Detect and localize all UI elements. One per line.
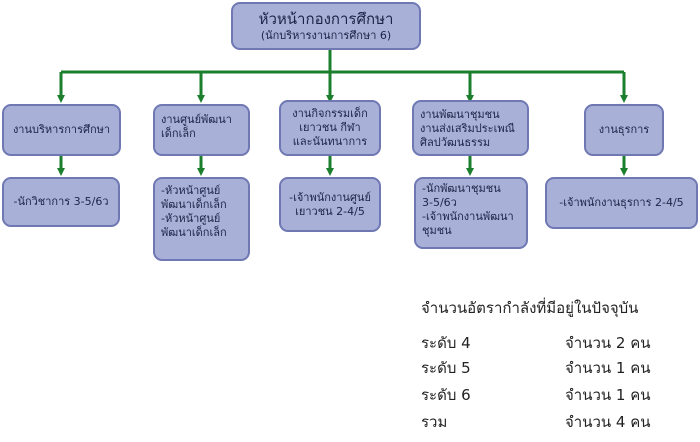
staff-box-child-center: -หัวหน้าศูนย์ พัฒนาเด็กเล็ก -หัวหน้าศูนย… <box>153 177 250 261</box>
unit-3-name-line-3: และนันทนาการ <box>292 135 368 148</box>
unit-5-staff: -เจ้าพนักงานธุรการ 2-4/5 <box>559 196 684 209</box>
unit-1-name: งานบริหารการศึกษา <box>12 123 111 136</box>
unit-box-general-admin: งานธุรการ <box>584 104 664 156</box>
unit-3-staff-line-2: เยาวชน 2-4/5 <box>295 204 365 218</box>
summary-count-1: จำนวน 2 คน <box>565 334 651 352</box>
unit-2-staff-line-3: -หัวหน้าศูนย์ <box>161 212 221 225</box>
unit-4-name-line-2: งานส่งเสริมประเพณี <box>420 122 515 135</box>
unit-4-staff-line-3: -เจ้าพนักงานพัฒนา <box>422 210 514 223</box>
summary-total-count: จำนวน 4 คน <box>565 413 651 431</box>
unit-box-education-admin: งานบริหารการศึกษา <box>2 104 121 156</box>
unit-4-staff-line-1: -นักพัฒนาชุมชน <box>422 182 501 195</box>
unit-2-staff-line-1: -หัวหน้าศูนย์ <box>161 184 221 197</box>
summary-level-1: ระดับ 4 <box>421 334 471 352</box>
staff-box-youth-sports: -เจ้าพนักงานศูนย์ เยาวชน 2-4/5 <box>279 177 381 232</box>
unit-4-name-line-1: งานพัฒนาชุมชน <box>420 108 500 121</box>
summary-level-3: ระดับ 6 <box>421 386 471 404</box>
unit-box-community-dev: งานพัฒนาชุมชน งานส่งเสริมประเพณี ศิลปวัฒ… <box>412 100 529 156</box>
unit-3-name-line-2: เยาวชน กีฬา <box>299 121 361 134</box>
summary-title: จำนวนอัตรากำลังที่มีอยู่ในปัจจุบัน <box>421 299 639 317</box>
summary-count-2: จำนวน 1 คน <box>565 359 651 377</box>
unit-4-staff-line-4: ชุมชน <box>422 224 452 237</box>
unit-2-name-line-1: งานศูนย์พัฒนา <box>161 113 232 126</box>
unit-3-staff-line-1: -เจ้าพนักงานศูนย์ <box>289 190 371 204</box>
unit-box-youth-sports: งานกิจกรรมเด็ก เยาวชน กีฬา และนันทนาการ <box>279 100 381 156</box>
unit-4-name-line-3: ศิลปวัฒนธรรม <box>420 136 491 149</box>
staff-box-community-dev: -นักพัฒนาชุมชน 3-5/6ว -เจ้าพนักงานพัฒนา … <box>414 177 528 249</box>
unit-3-name-line-1: งานกิจกรรมเด็ก <box>292 107 368 120</box>
head-subtitle: (นักบริหารงานการศึกษา 6) <box>260 28 392 42</box>
head-box: หัวหน้ากองการศึกษา (นักบริหารงานการศึกษา… <box>231 2 421 50</box>
unit-1-staff: -นักวิชาการ 3-5/6ว <box>13 195 109 208</box>
unit-2-staff-line-4: พัฒนาเด็กเล็ก <box>161 226 227 239</box>
unit-2-staff-line-2: พัฒนาเด็กเล็ก <box>161 198 227 211</box>
staff-box-education-admin: -นักวิชาการ 3-5/6ว <box>2 177 120 227</box>
summary-count-3: จำนวน 1 คน <box>565 386 651 404</box>
unit-4-staff-line-2: 3-5/6ว <box>422 196 457 209</box>
unit-5-name: งานธุรการ <box>598 123 650 136</box>
staff-box-general-admin: -เจ้าพนักงานธุรการ 2-4/5 <box>545 177 698 229</box>
unit-2-name-line-2: เด็กเล็ก <box>161 127 196 140</box>
head-title: หัวหน้ากองการศึกษา <box>258 9 394 28</box>
unit-box-child-center: งานศูนย์พัฒนา เด็กเล็ก <box>153 104 250 156</box>
summary-level-2: ระดับ 5 <box>421 359 471 377</box>
summary-total-label: รวม <box>421 413 448 431</box>
